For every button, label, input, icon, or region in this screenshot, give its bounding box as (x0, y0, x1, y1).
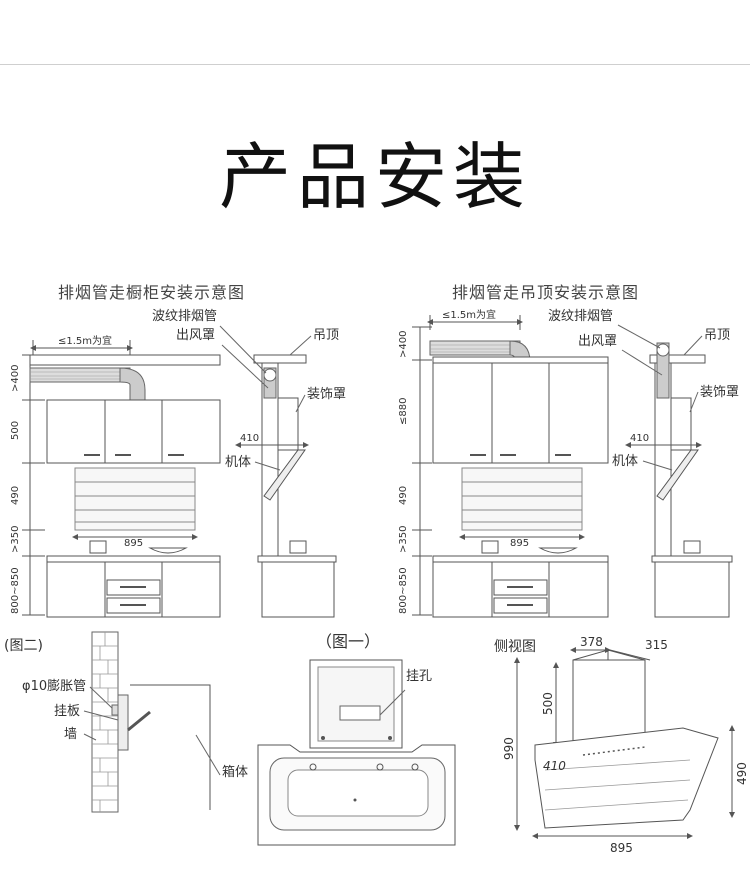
right-heading: 排烟管走吊顶安装示意图 (452, 283, 639, 302)
side-dim-500: 500 (541, 692, 555, 715)
fig1-caption: （图一） (316, 632, 380, 651)
side-dim-315: 315 (645, 638, 668, 652)
side-dim-990: 990 (502, 737, 516, 760)
right-label-body: 机体 (612, 454, 638, 469)
right-dim-800: 800~850 (398, 567, 409, 614)
right-dim-350: >350 (398, 526, 409, 553)
left-label-ceiling: 吊顶 (313, 328, 339, 343)
left-dim-top: ≤1.5m为宜 (58, 334, 112, 347)
fig1-label-hole: 挂孔 (406, 669, 432, 684)
right-dim-880: ≤880 (398, 398, 409, 425)
side-dim-378: 378 (580, 635, 603, 649)
fig2-wall-mount: (图二) 箱体 φ10膨胀管 挂板 墙 (4, 631, 248, 813)
left-dim-h400: >400 (10, 365, 21, 392)
fig2-label-bolt: φ10膨胀管 (22, 679, 86, 694)
left-dim-800: 800~850 (10, 567, 21, 614)
right-label-outlet: 出风罩 (578, 334, 617, 349)
cabinet-route-diagram: 排烟管走橱柜安装示意图 >400 500 490 >350 800~850 ≤1… (10, 283, 346, 618)
fig1-front-view: （图一） 挂孔 (257, 632, 456, 846)
side-dim-410: 410 (543, 759, 566, 773)
ceiling-route-diagram: 排烟管走吊顶安装示意图 >400 ≤880 490 >350 800~850 ≤… (398, 283, 739, 618)
left-label-outlet: 出风罩 (176, 328, 215, 343)
fig2-label-box: 箱体 (222, 764, 248, 780)
fig2-label-plate: 挂板 (54, 704, 80, 719)
side-dim-490: 490 (735, 762, 749, 785)
left-label-body: 机体 (225, 455, 251, 470)
left-dim-490: 490 (10, 486, 21, 505)
left-dim-350: >350 (10, 526, 21, 553)
right-dim-410: 410 (630, 433, 649, 444)
fig2-caption: (图二) (4, 638, 43, 654)
fig2-label-wall: 墙 (64, 727, 77, 742)
side-dim-895: 895 (610, 841, 633, 855)
left-label-cover: 装饰罩 (307, 387, 346, 402)
right-label-ceiling: 吊顶 (704, 328, 730, 343)
side-caption: 侧视图 (494, 639, 536, 655)
right-label-cover: 装饰罩 (700, 385, 739, 400)
top-divider (0, 64, 750, 65)
page-title: 产品安装 (218, 135, 531, 219)
left-label-flex-pipe: 波纹排烟管 (152, 309, 217, 324)
side-view: 侧视图 378 315 500 990 490 410 895 (494, 635, 749, 855)
left-dim-500: 500 (10, 421, 21, 440)
left-dim-410: 410 (240, 433, 259, 444)
right-label-flex-pipe: 波纹排烟管 (548, 309, 613, 324)
right-dim-top: ≤1.5m为宜 (442, 308, 496, 321)
right-dim-895: 895 (510, 538, 529, 549)
left-dim-895: 895 (124, 538, 143, 549)
right-dim-h400: >400 (398, 331, 409, 358)
right-dim-490: 490 (398, 486, 409, 505)
left-heading: 排烟管走橱柜安装示意图 (58, 283, 245, 302)
